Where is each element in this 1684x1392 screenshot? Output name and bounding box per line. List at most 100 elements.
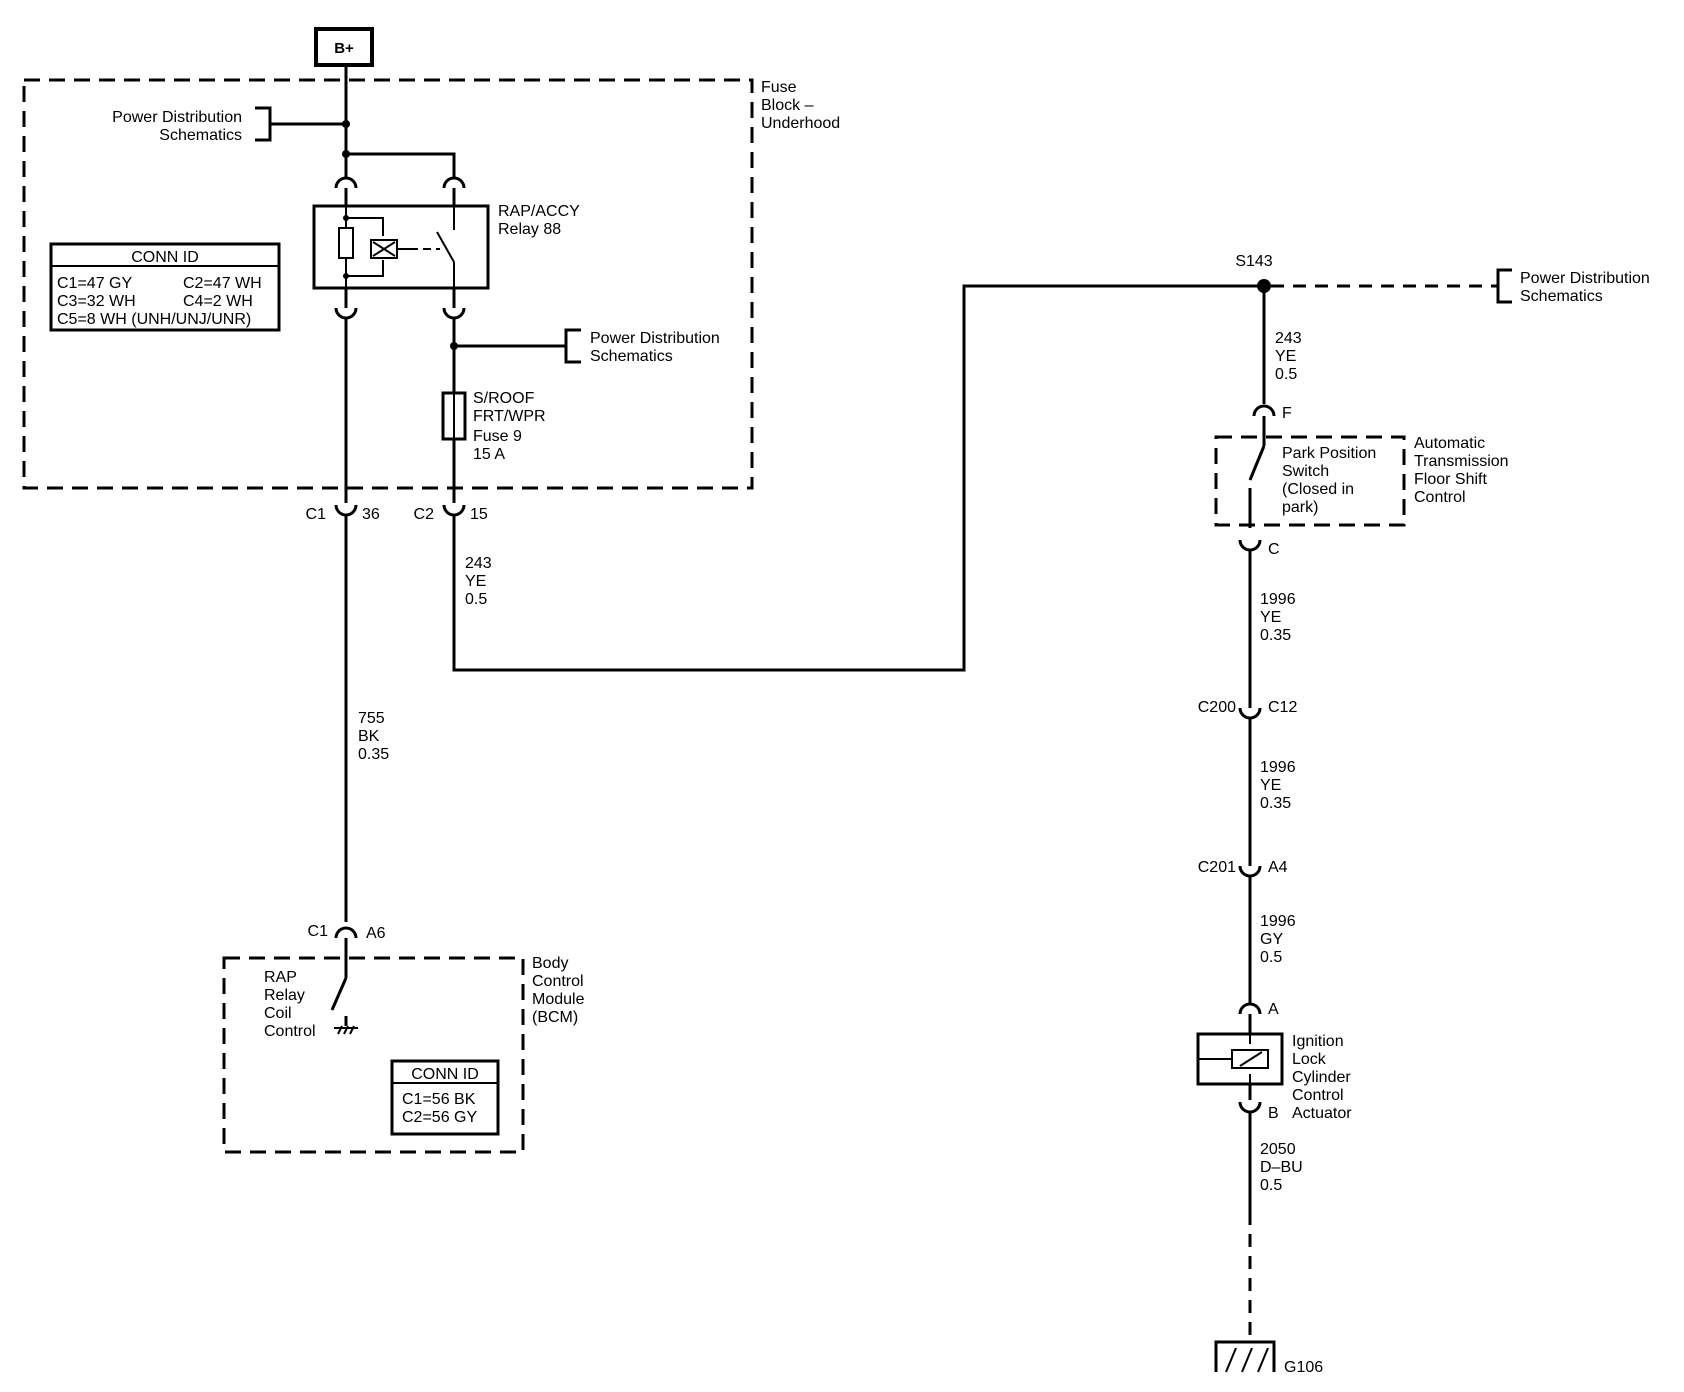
svg-text:C3=32 WH: C3=32 WH <box>57 293 136 310</box>
wire-243-right-label: 243 YE 0.5 <box>1275 330 1302 383</box>
svg-text:Underhood: Underhood <box>761 115 840 132</box>
svg-text:CONN ID: CONN ID <box>131 249 199 266</box>
svg-text:Schematics: Schematics <box>159 127 242 144</box>
svg-text:C2=47 WH: C2=47 WH <box>183 275 262 292</box>
svg-text:GY: GY <box>1260 931 1283 948</box>
connector-pin-a <box>1238 1002 1262 1015</box>
svg-text:Schematics: Schematics <box>590 348 673 365</box>
conn-c1-label: C1 <box>306 506 327 523</box>
svg-text:park): park) <box>1282 499 1318 516</box>
svg-text:755: 755 <box>358 710 385 727</box>
svg-text:D–BU: D–BU <box>1260 1159 1303 1176</box>
wire-1996-b-label: 1996 YE 0.35 <box>1260 759 1296 812</box>
svg-text:C1=56 BK: C1=56 BK <box>402 1091 476 1108</box>
svg-text:Cylinder: Cylinder <box>1292 1069 1351 1086</box>
svg-text:1996: 1996 <box>1260 913 1296 930</box>
svg-text:RAP/ACCY: RAP/ACCY <box>498 203 580 220</box>
svg-text:1996: 1996 <box>1260 591 1296 608</box>
svg-text:Floor Shift: Floor Shift <box>1414 471 1487 488</box>
svg-text:BK: BK <box>358 728 380 745</box>
relay-label: RAP/ACCY Relay 88 <box>498 203 580 238</box>
svg-text:C2=56 GY: C2=56 GY <box>402 1109 477 1126</box>
svg-text:Lock: Lock <box>1292 1051 1327 1068</box>
svg-text:0.5: 0.5 <box>465 591 487 608</box>
svg-text:0.5: 0.5 <box>1260 1177 1282 1194</box>
svg-text:0.35: 0.35 <box>1260 795 1291 812</box>
power-dist-label-1: Power Distribution Schematics <box>112 109 242 144</box>
battery-terminal: B+ <box>314 27 374 67</box>
connector-pin-b <box>1238 1101 1262 1114</box>
actuator-label: Ignition Lock Cylinder Control Actuator <box>1292 1033 1352 1122</box>
svg-text:243: 243 <box>1275 330 1302 347</box>
svg-text:Fuse 9: Fuse 9 <box>473 428 522 445</box>
ignition-actuator <box>1196 1014 1284 1100</box>
svg-text:0.35: 0.35 <box>358 746 389 763</box>
rap-coil-switch <box>330 938 358 1035</box>
svg-text:Switch: Switch <box>1282 463 1329 480</box>
power-dist-bracket-3 <box>1496 268 1512 304</box>
svg-text:15 A: 15 A <box>473 446 505 463</box>
svg-text:243: 243 <box>465 555 492 572</box>
power-dist-label-2: Power Distribution Schematics <box>590 330 720 365</box>
wire-1996-a-label: 1996 YE 0.35 <box>1260 591 1296 644</box>
svg-text:Automatic: Automatic <box>1414 435 1485 452</box>
wire-243-left-label: 243 YE 0.5 <box>465 555 492 608</box>
wire-755-label: 755 BK 0.35 <box>358 710 389 763</box>
svg-text:C4=2 WH: C4=2 WH <box>183 293 253 310</box>
connector-c2-15 <box>442 504 466 517</box>
park-position-switch <box>1248 416 1266 528</box>
svg-text:0.35: 0.35 <box>1260 627 1291 644</box>
wire-1996-c-label: 1996 GY 0.5 <box>1260 913 1296 966</box>
battery-label: B+ <box>334 40 354 57</box>
trans-control-label: Automatic Transmission Floor Shift Contr… <box>1414 435 1509 506</box>
conn-c2-pin: 15 <box>470 506 488 523</box>
svg-text:RAP: RAP <box>264 969 297 986</box>
connector-c1-36 <box>334 504 358 517</box>
svg-text:Ignition: Ignition <box>1292 1033 1344 1050</box>
svg-text:Control: Control <box>264 1023 316 1040</box>
connector-c201 <box>1238 865 1262 878</box>
svg-text:Power Distribution: Power Distribution <box>590 330 720 347</box>
conn-c201-pin: A4 <box>1268 859 1288 876</box>
svg-text:YE: YE <box>1260 609 1281 626</box>
svg-text:(BCM): (BCM) <box>532 1009 578 1026</box>
power-dist-bracket-1 <box>255 106 272 142</box>
svg-text:(Closed in: (Closed in <box>1282 481 1354 498</box>
svg-text:Control: Control <box>532 973 584 990</box>
svg-text:Relay 88: Relay 88 <box>498 221 561 238</box>
fuse-block-outline <box>22 78 754 490</box>
relay-cup-top-left <box>334 176 358 189</box>
bcm-label: Body Control Module (BCM) <box>532 955 585 1026</box>
svg-text:Coil: Coil <box>264 1005 292 1022</box>
svg-text:YE: YE <box>1275 348 1296 365</box>
svg-text:Module: Module <box>532 991 585 1008</box>
wire-2050-label: 2050 D–BU 0.5 <box>1260 1141 1303 1194</box>
relay-cup-bottom-left <box>334 307 358 320</box>
connector-c1-a6 <box>334 926 358 939</box>
relay-cup-bottom-right <box>442 307 466 320</box>
conn-c1-a6-pin: A6 <box>366 925 386 942</box>
power-dist-label-3: Power Distribution Schematics <box>1520 270 1650 305</box>
svg-text:Power Distribution: Power Distribution <box>112 109 242 126</box>
conn-c201-label: C201 <box>1198 859 1236 876</box>
svg-text:C5=8 WH (UNH/UNJ/UNR): C5=8 WH (UNH/UNJ/UNR) <box>57 311 251 328</box>
svg-text:Control: Control <box>1292 1087 1344 1104</box>
conn-id-bcm: CONN ID C1=56 BK C2=56 GY <box>390 1059 500 1136</box>
pin-b-label: B <box>1268 1105 1279 1122</box>
svg-text:YE: YE <box>1260 777 1281 794</box>
svg-text:0.5: 0.5 <box>1260 949 1282 966</box>
conn-c200-pin: C12 <box>1268 699 1297 716</box>
svg-text:CONN ID: CONN ID <box>411 1066 479 1083</box>
pin-a-label: A <box>1268 1001 1279 1018</box>
svg-text:Transmission: Transmission <box>1414 453 1509 470</box>
svg-text:Control: Control <box>1414 489 1466 506</box>
svg-text:Park Position: Park Position <box>1282 445 1376 462</box>
fuse-label: S/ROOF FRT/WPR Fuse 9 15 A <box>473 390 546 463</box>
conn-id-fuse-block: CONN ID C1=47 GY C2=47 WH C3=32 WH C4=2 … <box>49 242 281 332</box>
feed-to-switch-wire <box>346 152 456 178</box>
wire-243-ye-left <box>452 284 1264 672</box>
svg-text:S/ROOF: S/ROOF <box>473 390 535 407</box>
svg-text:Relay: Relay <box>264 987 305 1004</box>
connector-c200 <box>1238 707 1262 720</box>
